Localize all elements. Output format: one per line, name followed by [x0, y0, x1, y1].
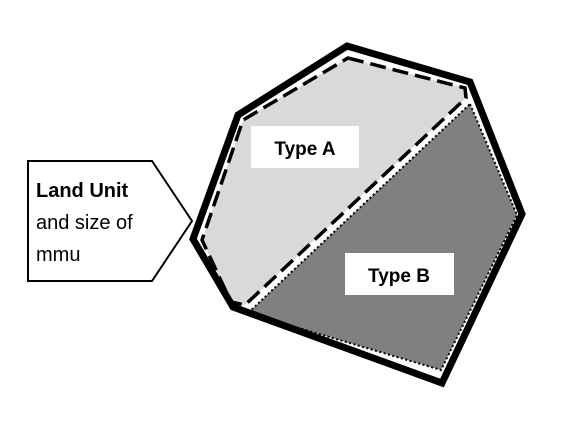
type-b-label-box: [345, 253, 454, 295]
type-a-label: Type A: [274, 139, 336, 160]
type-b-region: [246, 102, 519, 372]
callout-title: Land Unit: [36, 180, 129, 202]
callout-line-3: mmu: [36, 244, 80, 266]
callout-box: [27, 160, 194, 282]
type-a-label-box: [251, 126, 359, 168]
callout-line-2: and size of: [36, 212, 133, 234]
type-a-region: [200, 56, 468, 307]
type-b-label: Type B: [368, 266, 430, 287]
land-unit-boundary: [189, 42, 526, 388]
